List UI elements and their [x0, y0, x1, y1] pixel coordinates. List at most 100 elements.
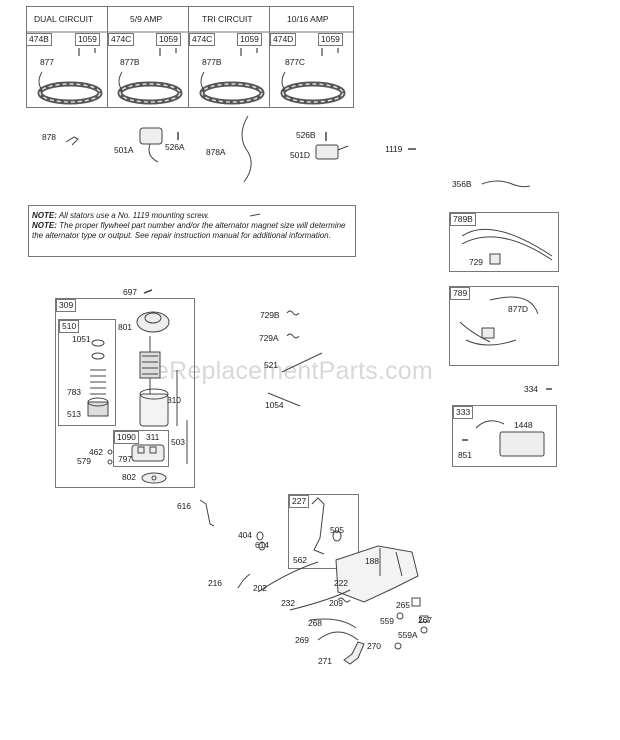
label-501a: 501A — [114, 145, 134, 155]
label-729: 729 — [469, 257, 483, 267]
kit-box-333 — [452, 405, 557, 467]
part-216-link — [237, 573, 251, 589]
label-878a: 878A — [206, 147, 226, 157]
part-783-spring — [90, 369, 106, 395]
label-526a: 526A — [165, 142, 185, 152]
label-267: 267 — [418, 615, 432, 625]
label-783: 783 — [67, 387, 81, 397]
label-1448: 1448 — [514, 420, 533, 430]
kit-box-789b — [449, 212, 559, 272]
part-209-spring — [337, 597, 351, 603]
stator-877b-b — [199, 71, 265, 105]
part-559-nut — [396, 612, 404, 620]
label-521: 521 — [264, 360, 278, 370]
kit-box-510 — [58, 319, 116, 426]
part-501d-rectifier — [315, 144, 349, 160]
part-269-cable — [317, 631, 359, 641]
part-801-end-cap — [136, 311, 170, 333]
part-789b-harness — [461, 228, 553, 261]
part-878a-wire — [241, 115, 252, 183]
label-877d: 877D — [508, 304, 528, 314]
label-222: 222 — [334, 578, 348, 588]
part-267-clip — [419, 615, 429, 623]
stator-header-5-9-amp: 5/9 AMP — [130, 14, 163, 24]
tag-1090: 1090 — [114, 431, 139, 444]
part-1054-rod — [267, 392, 301, 407]
part-802-end-cap — [141, 472, 167, 484]
label-503: 503 — [171, 437, 185, 447]
label-202: 202 — [253, 583, 267, 593]
stator-tag-474b: 474B — [26, 33, 52, 46]
note-screw-icon — [249, 213, 261, 217]
part-559a-nut — [420, 626, 428, 634]
label-462: 462 — [89, 447, 103, 457]
part-270-nut — [394, 642, 402, 650]
tag-510: 510 — [59, 320, 80, 333]
label-877c: 877C — [285, 57, 305, 67]
label-877b-b: 877B — [202, 57, 222, 67]
part-878-terminal — [65, 136, 79, 146]
kit-box-1090 — [113, 430, 169, 467]
label-311: 311 — [146, 432, 160, 442]
tag-789b: 789B — [450, 213, 476, 226]
stator-877 — [37, 71, 103, 105]
label-334: 334 — [524, 384, 538, 394]
label-801: 801 — [118, 322, 132, 332]
stator-tag-474c-a: 474C — [108, 33, 135, 46]
label-356b: 356B — [452, 179, 472, 189]
label-559a: 559A — [398, 630, 418, 640]
part-271-clip — [343, 641, 365, 665]
part-789-connector — [481, 327, 495, 339]
part-227-governor-lever — [311, 497, 325, 555]
part-armature — [139, 336, 161, 395]
note1-label: NOTE: — [32, 211, 57, 220]
label-729b: 729B — [260, 310, 280, 320]
part-1051-washer — [91, 352, 105, 360]
part-797-brush-assembly — [131, 444, 165, 462]
part-521-rod — [281, 352, 323, 373]
label-878: 878 — [42, 132, 56, 142]
part-729-connector — [489, 253, 501, 265]
label-404: 404 — [238, 530, 252, 540]
label-265: 265 — [396, 600, 410, 610]
label-1119: 1119 — [385, 144, 403, 154]
label-697: 697 — [123, 287, 137, 297]
part-513-pinion — [87, 397, 109, 417]
label-209: 209 — [329, 598, 343, 608]
part-1051-nut — [91, 339, 105, 347]
label-877b-a: 877B — [120, 57, 140, 67]
stator-table — [26, 6, 354, 108]
label-877: 877 — [40, 57, 54, 67]
note-text: NOTE: All stators use a No. 1119 mountin… — [32, 211, 352, 241]
stator-877b-a — [117, 71, 183, 105]
label-1054: 1054 — [265, 400, 284, 410]
note2-label: NOTE: — [32, 221, 57, 230]
stator-tag-474c-b: 474C — [189, 33, 216, 46]
part-614-bushing — [258, 541, 266, 551]
part-579-washer — [107, 459, 113, 465]
part-202-link — [257, 561, 319, 593]
label-505: 505 — [330, 525, 344, 535]
tag-789: 789 — [450, 287, 471, 300]
part-265-clip — [411, 597, 421, 607]
stator-header-tri-circuit: TRI CIRCUIT — [202, 14, 253, 24]
kit-box-227 — [288, 494, 359, 569]
part-877d-harness — [459, 296, 539, 346]
screw-tag-1059-a: 1059 — [75, 33, 100, 46]
kit-box-789 — [449, 286, 559, 366]
label-559: 559 — [380, 616, 394, 626]
part-462-washer — [107, 449, 113, 455]
screw-tag-1059-b: 1059 — [156, 33, 181, 46]
label-614: 614 — [255, 540, 269, 550]
label-851: 851 — [458, 450, 472, 460]
label-188: 188 — [365, 556, 379, 566]
kit-box-309 — [55, 298, 195, 488]
label-268: 268 — [308, 618, 322, 628]
label-1051: 1051 — [72, 334, 91, 344]
part-188-control-bracket — [335, 545, 419, 603]
label-310: 310 — [167, 395, 181, 405]
label-562: 562 — [293, 555, 307, 565]
part-310-housing — [139, 388, 169, 427]
note2-text: The proper flywheel part number and/or t… — [32, 221, 346, 240]
